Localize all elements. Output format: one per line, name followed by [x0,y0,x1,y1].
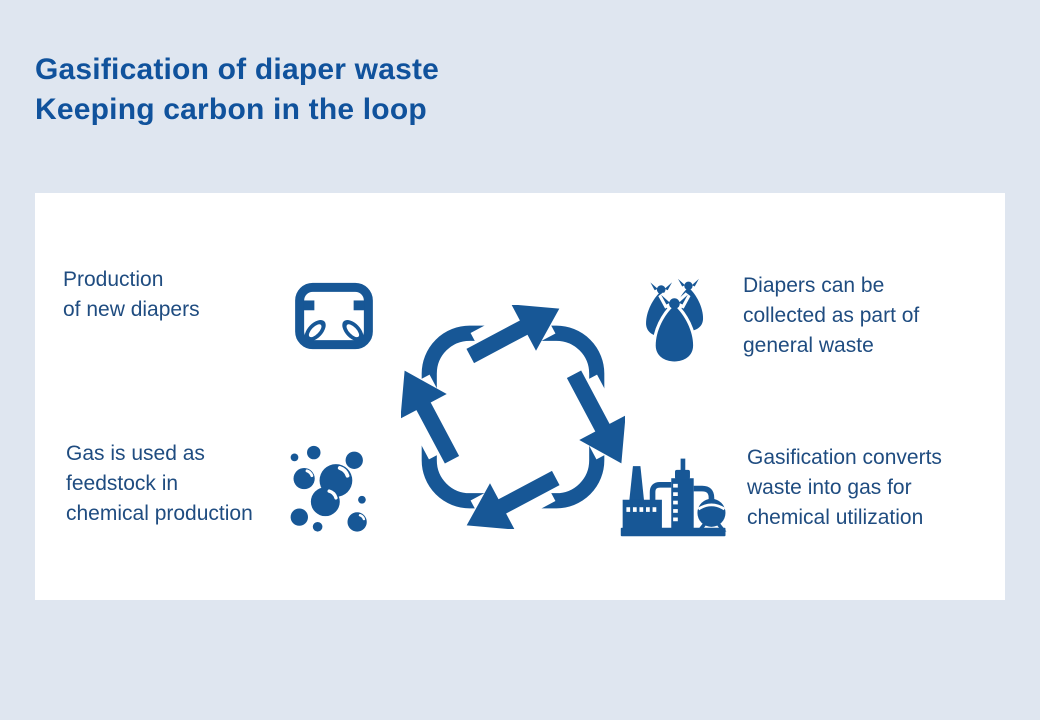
diagram-card: Production of new diapers [35,193,1005,600]
label-feedstock-line: Gas is used as [66,442,205,465]
page-title-line-1: Gasification of diaper waste [35,53,440,86]
recycle-loop-icon [401,305,625,529]
label-gasification: Gasification converts waste into gas for… [747,443,942,533]
waste-bags-icon [641,275,719,365]
label-gasification-line: Gasification converts [747,446,942,469]
label-production-line: of new diapers [63,298,200,321]
label-collection-line: general waste [743,334,874,357]
label-collection: Diapers can be collected as part of gene… [743,271,919,361]
label-collection-line: Diapers can be [743,274,885,297]
label-collection-line: collected as part of [743,304,920,327]
label-production: Production of new diapers [63,265,200,325]
page-title-line-2: Keeping carbon in the loop [35,93,427,126]
label-production-line: Production [63,268,164,291]
gas-bubbles-icon [281,441,387,547]
label-feedstock-line: chemical production [66,502,253,525]
label-feedstock: Gas is used as feedstock in chemical pro… [66,439,253,529]
label-gasification-line: waste into gas for [747,476,912,499]
label-gasification-line: chemical utilization [747,506,924,529]
label-feedstock-line: feedstock in [66,472,179,495]
diaper-icon [293,280,375,352]
page-title: Gasification of diaper waste Keeping car… [35,50,439,130]
factory-icon [615,453,735,539]
